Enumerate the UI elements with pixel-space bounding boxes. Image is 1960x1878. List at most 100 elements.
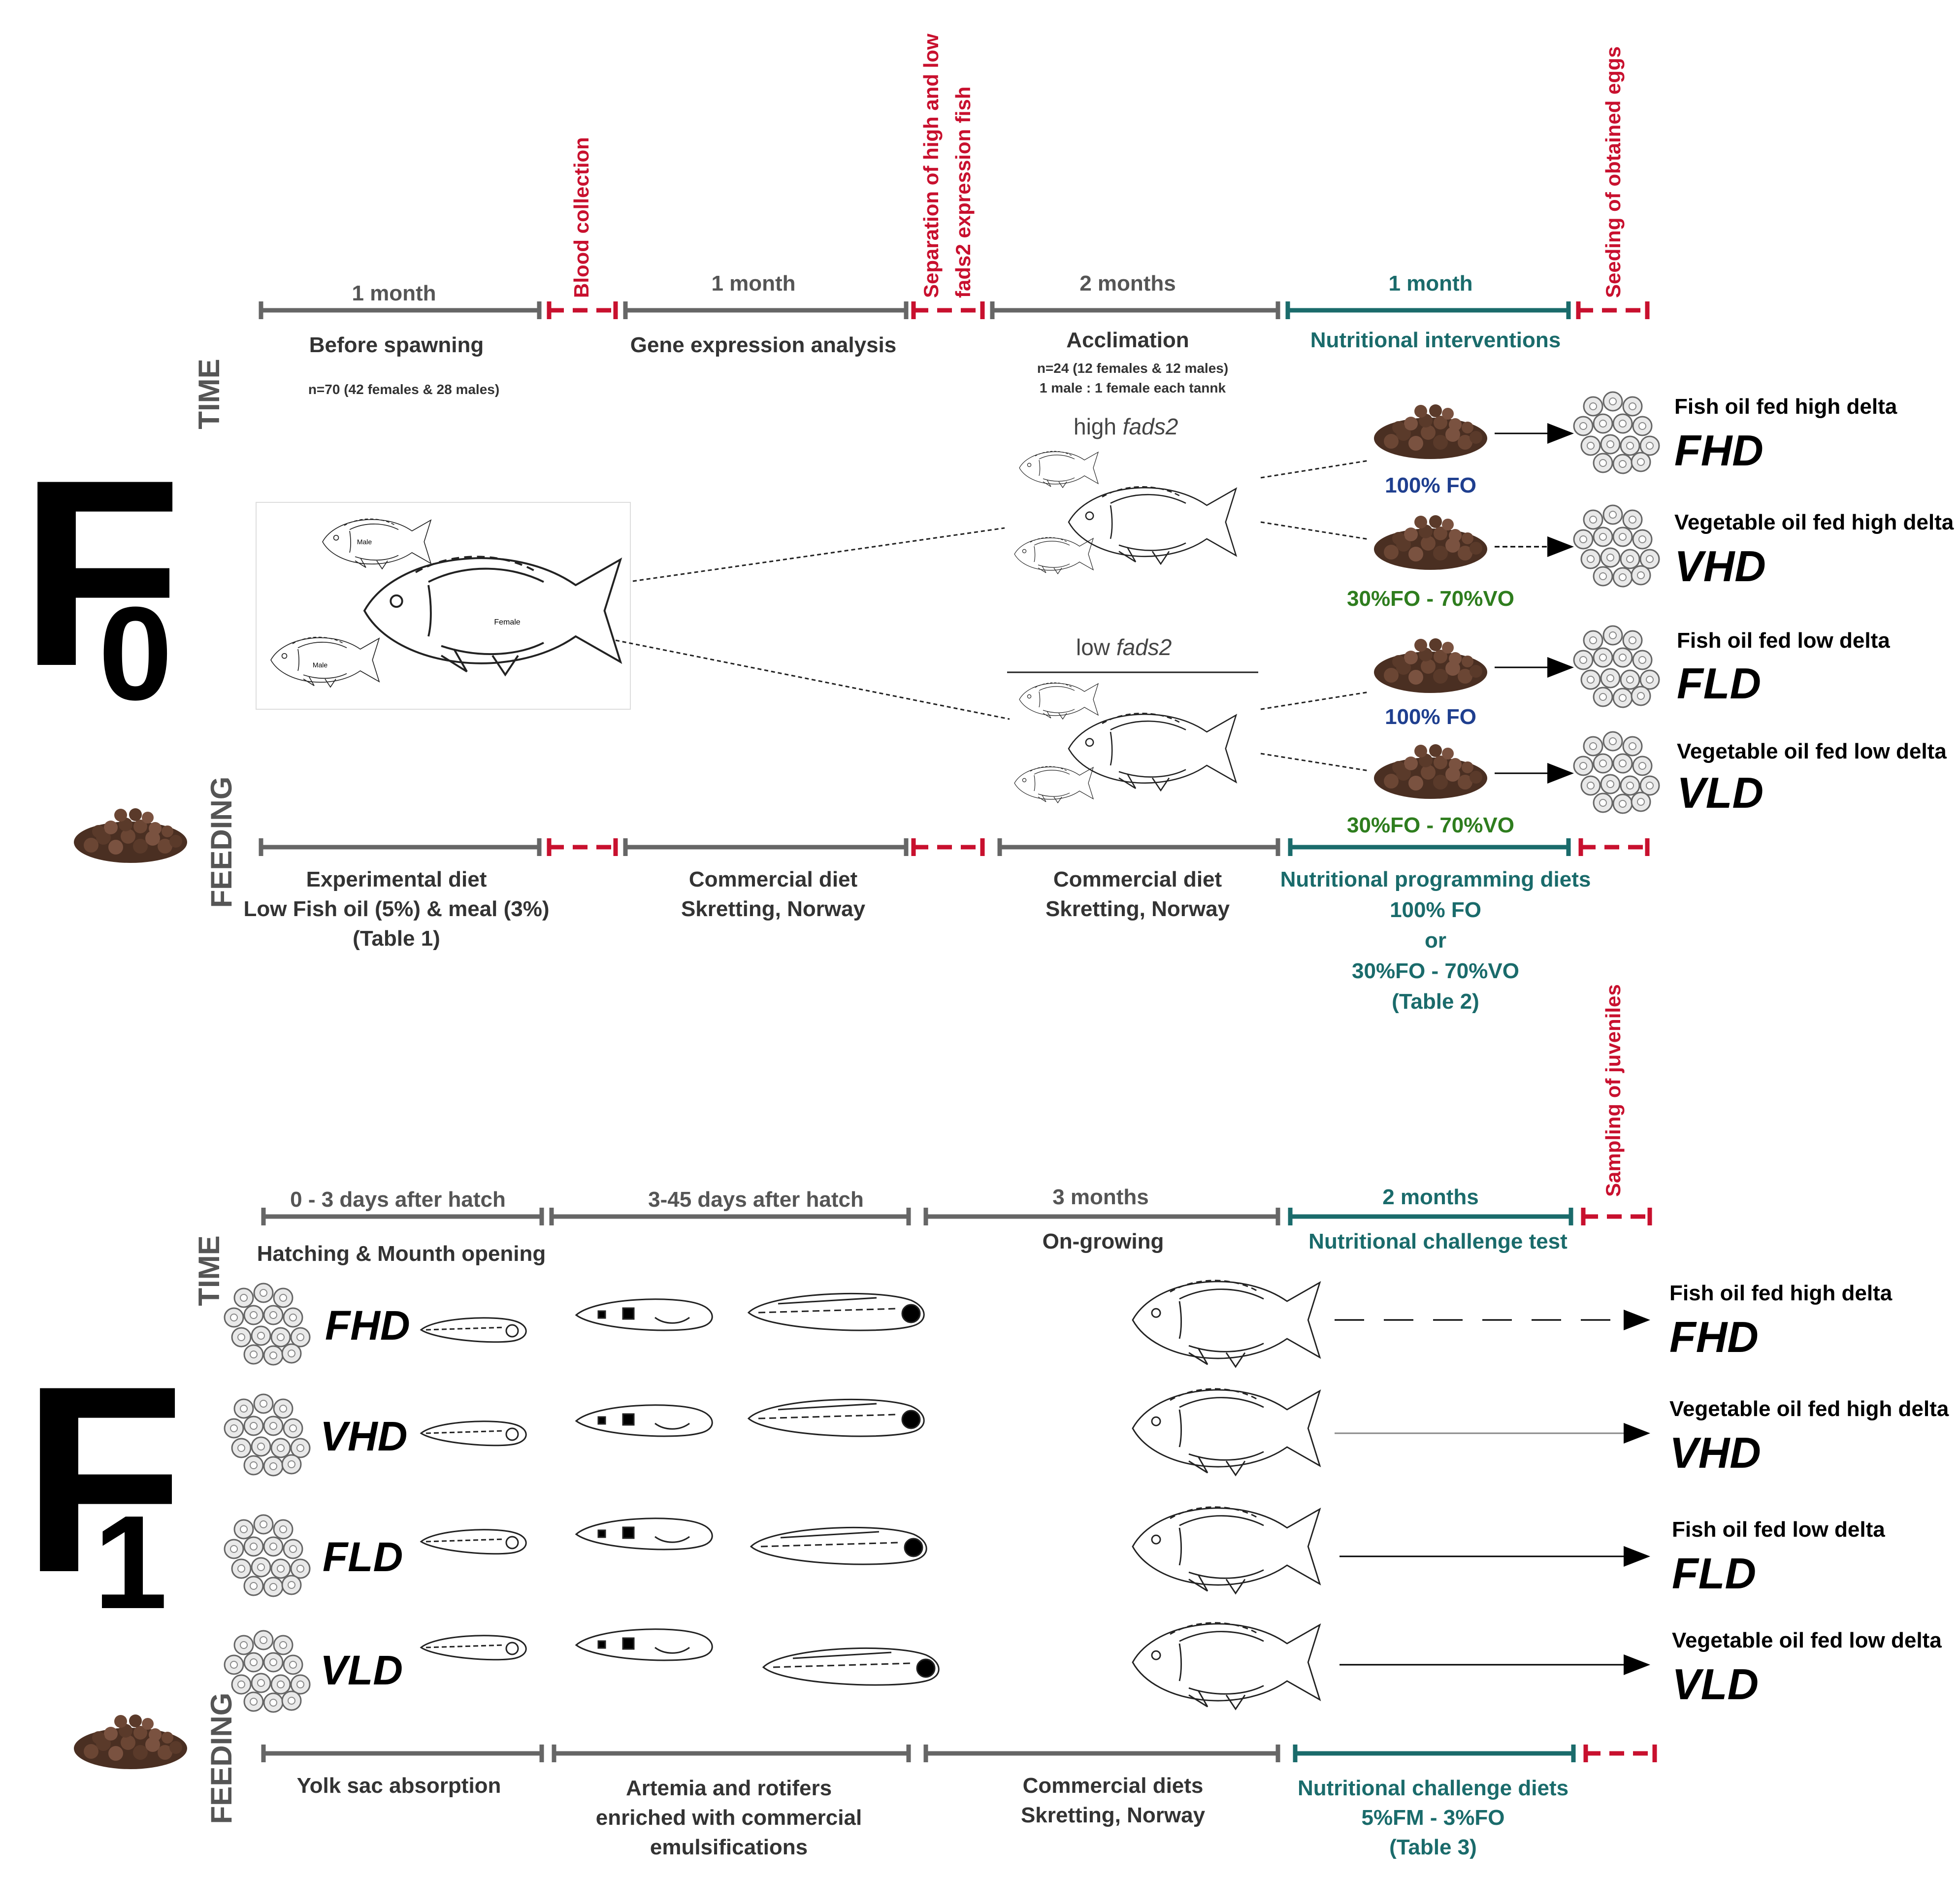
f1-time-axis-label: TIME [193,1235,226,1306]
f1-row-vld: VLD [225,1622,1321,1712]
svg-text:5%FM - 3%FO: 5%FM - 3%FO [1362,1806,1505,1830]
f1-row-fld: FLD [225,1506,1321,1596]
f0-high-fads2-fish [1014,451,1237,574]
egg-cluster-icon [225,1515,310,1596]
svg-text:Seeding of obtained eggs: Seeding of obtained eggs [1601,46,1625,298]
svg-text:Skretting, Norway: Skretting, Norway [1021,1803,1206,1827]
svg-text:Commercial diet: Commercial diet [689,867,858,891]
svg-text:3-45 days after hatch: 3-45 days after hatch [648,1187,864,1212]
f0-event-markers [547,301,1650,319]
svg-text:0 - 3 days after hatch: 0 - 3 days after hatch [290,1187,506,1212]
svg-text:Yolk sac absorption: Yolk sac absorption [297,1774,501,1798]
svg-text:Skretting, Norway: Skretting, Norway [681,897,866,921]
svg-text:Nutritional interventions: Nutritional interventions [1310,328,1561,352]
svg-text:2 months: 2 months [1382,1185,1479,1209]
svg-text:Vegetable oil fed high delta: Vegetable oil fed high delta [1669,1397,1949,1421]
svg-text:or: or [1425,928,1446,953]
svg-text:(Table 2): (Table 2) [1392,989,1479,1014]
f0-time-bars [259,301,1571,319]
f0-low-fads2-fish [1014,682,1237,803]
f0-outcome-groups: Fish oil fed high delta FHD Vegetable oi… [1674,395,1954,817]
fish-outline-icon [1132,1388,1321,1476]
larva-outline-icon [750,1526,927,1565]
f0-broodstock-fish-group: Female Male Male [256,502,631,710]
fish-outline-icon [1132,1622,1321,1710]
egg-cluster-icon [1574,732,1659,813]
svg-text:Blood collection: Blood collection [570,137,593,298]
f0-feeding-descriptions: Experimental diet Low Fish oil (5%) & me… [244,867,1591,1014]
feed-pellet-pile-icon [1374,515,1487,570]
svg-text:FHD: FHD [1674,426,1764,475]
f0-connector-lines [615,460,1370,772]
f0-diet-arrows [1495,423,1574,784]
svg-text:Commercial diets: Commercial diets [1023,1774,1204,1798]
f1-period-titles: Hatching & Mounth opening On-growing Nut… [257,1229,1568,1266]
svg-text:FLD: FLD [1677,659,1761,708]
larva-outline-icon [420,1420,527,1447]
f1-time-bars [261,1208,1652,1225]
svg-text:Nutritional challenge test: Nutritional challenge test [1308,1229,1568,1253]
svg-text:Experimental diet: Experimental diet [306,867,487,891]
svg-text:(Table 3): (Table 3) [1389,1835,1477,1859]
svg-text:30%FO - 70%VO: 30%FO - 70%VO [1352,959,1519,983]
svg-text:VHD: VHD [1674,542,1766,591]
svg-text:Fish oil fed high delta: Fish oil fed high delta [1674,395,1897,419]
svg-text:Low Fish oil (5%) & meal (3%): Low Fish oil (5%) & meal (3%) [244,897,550,921]
larva-outline-icon [420,1529,527,1555]
high-fads2-label: high fads2 [1074,414,1178,439]
egg-cluster-icon [225,1284,310,1365]
svg-text:F: F [20,425,182,722]
male-fish-label: Male [313,661,328,669]
egg-cluster-icon [1574,392,1659,473]
svg-text:Hatching & Mounth opening: Hatching & Mounth opening [257,1242,546,1266]
svg-text:100% FO: 100% FO [1385,473,1476,497]
larva-outline-icon [575,1404,713,1437]
svg-text:F: F [22,1331,185,1628]
svg-text:Before spawning: Before spawning [309,333,484,357]
f0-event-labels: Blood collection Separation of high and … [570,33,1625,298]
f0-feeding-axis-label: FEEDING [205,777,238,908]
svg-text:1 male : 1 female each tannk: 1 male : 1 female each tannk [1040,380,1226,395]
f0-diet-labels: 100% FO 30%FO - 70%VO 100% FO 30%FO - 70… [1347,473,1514,837]
f1-period-durations: 0 - 3 days after hatch 3-45 days after h… [290,1185,1479,1212]
svg-text:n=24 (12 females & 12 males): n=24 (12 females & 12 males) [1037,361,1228,376]
svg-text:Gene expression analysis: Gene expression analysis [630,333,897,357]
svg-text:FHD: FHD [325,1302,410,1349]
svg-text:1: 1 [94,1488,167,1637]
larva-outline-icon [748,1292,925,1331]
svg-text:1 month: 1 month [1388,271,1472,296]
larva-outline-icon [748,1398,925,1437]
egg-cluster-icon [1574,505,1659,587]
svg-text:Artemia and rotifers: Artemia and rotifers [626,1776,832,1800]
svg-text:VLD: VLD [320,1647,403,1693]
larva-outline-icon [420,1317,527,1343]
svg-text:VHD: VHD [1669,1428,1761,1477]
svg-text:30%FO - 70%VO: 30%FO - 70%VO [1347,813,1514,837]
svg-text:2 months: 2 months [1079,271,1176,296]
svg-text:Vegetable oil fed low delta: Vegetable oil fed low delta [1677,739,1947,763]
svg-text:Skretting, Norway: Skretting, Norway [1045,897,1230,921]
f1-outcome-groups: Fish oil fed high delta FHD Vegetable oi… [1669,1281,1949,1709]
feed-pellet-pile-icon [74,808,187,863]
svg-text:FLD: FLD [323,1534,403,1580]
f0-feeding-event-markers [547,838,1650,856]
svg-text:3 months: 3 months [1052,1185,1149,1209]
svg-text:Nutritional programming diets: Nutritional programming diets [1280,867,1591,891]
svg-text:Commercial diet: Commercial diet [1053,867,1222,891]
f1-outcome-arrows [1335,1310,1650,1675]
svg-text:Nutritional challenge diets: Nutritional challenge diets [1298,1776,1568,1800]
svg-text:100% FO: 100% FO [1385,705,1476,729]
svg-text:n=70 (42 females & 28 males): n=70 (42 females & 28 males) [308,382,499,397]
feed-pellet-pile-icon [1374,744,1487,799]
fish-outline-icon [1132,1280,1321,1368]
svg-text:fads2 expression fish: fads2 expression fish [951,87,975,298]
larva-outline-icon [575,1517,713,1550]
f0-generation-label: F 0 [20,425,182,728]
svg-text:emulsifications: emulsifications [650,1835,808,1859]
svg-text:FHD: FHD [1669,1313,1759,1361]
f0-period-titles: Before spawning Gene expression analysis… [308,328,1561,397]
f1-row-fhd: FHD [225,1280,1321,1368]
egg-cluster-icon [225,1394,310,1476]
svg-text:VLD: VLD [1672,1660,1759,1709]
